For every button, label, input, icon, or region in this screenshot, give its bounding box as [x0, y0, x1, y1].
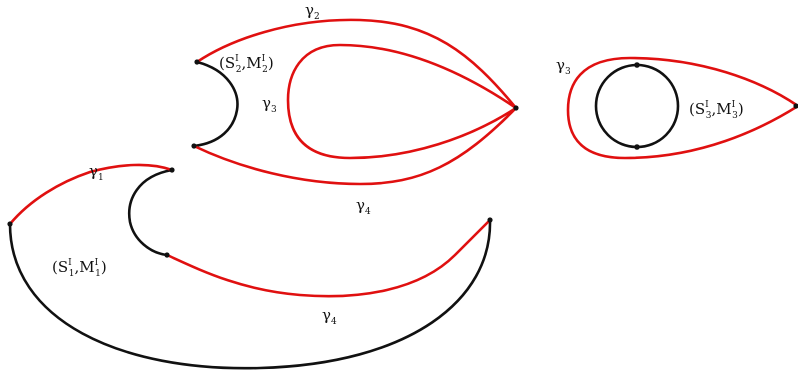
gamma2-curve: [196, 18, 518, 109]
point: [164, 252, 170, 258]
gamma4-lower-label: γ4: [322, 306, 337, 327]
gamma3-right-label: γ3: [556, 56, 571, 77]
point: [487, 217, 493, 223]
gamma3-inner-label: γ3: [262, 94, 277, 115]
point: [7, 221, 13, 227]
small-arc-2: [193, 60, 239, 148]
big-black-arc: [8, 219, 492, 370]
gamma1-label: γ1: [89, 162, 104, 183]
gamma4-upper-label: γ4: [356, 196, 371, 217]
boundary-circle-3: [594, 63, 680, 149]
point: [793, 103, 798, 109]
gamma3-right-curve: [566, 56, 798, 160]
gamma4-lower-curve: [166, 219, 491, 298]
point: [169, 167, 175, 173]
point: [634, 144, 640, 150]
point: [194, 59, 200, 65]
point: [634, 62, 640, 68]
gamma1-curve: [9, 163, 173, 225]
small-arc-1: [127, 168, 173, 257]
point: [191, 143, 197, 149]
gamma4-upper-curve: [193, 107, 517, 186]
gamma2-label: γ2: [305, 1, 320, 22]
point: [513, 105, 519, 111]
gamma3-inner-curve: [286, 43, 517, 160]
